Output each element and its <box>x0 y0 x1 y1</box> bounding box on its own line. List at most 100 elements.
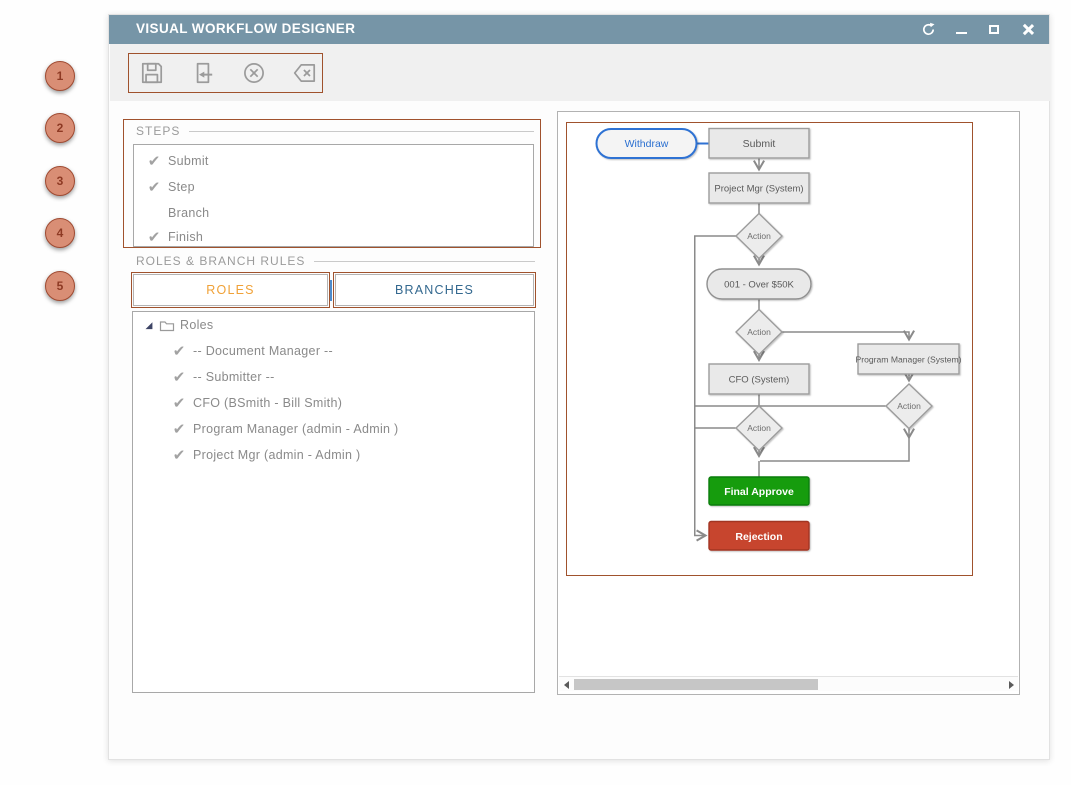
svg-text:Project Mgr (System): Project Mgr (System) <box>714 184 803 195</box>
svg-text:Action: Action <box>747 423 771 433</box>
scrollbar-thumb[interactable] <box>574 679 818 690</box>
marker-label: 4 <box>57 226 64 240</box>
svg-text:001 - Over $50K: 001 - Over $50K <box>724 280 794 291</box>
tree-label: -- Document Manager -- <box>193 344 333 358</box>
marker-label: 1 <box>57 69 64 83</box>
close-button[interactable] <box>1019 22 1035 38</box>
tree-item-submitter[interactable]: ✔ -- Submitter -- <box>165 364 275 390</box>
folder-icon <box>159 319 175 332</box>
cancel-icon <box>241 60 267 86</box>
step-item-submit[interactable]: ✔ Submit <box>140 148 209 174</box>
svg-text:Action: Action <box>897 401 921 411</box>
scroll-right-icon <box>1009 681 1014 689</box>
check-icon: ✔ <box>165 446 193 464</box>
svg-text:CFO (System): CFO (System) <box>729 375 790 386</box>
minimize-button[interactable] <box>953 22 969 38</box>
marker-label: 2 <box>57 121 64 135</box>
svg-text:Rejection: Rejection <box>735 531 782 543</box>
steps-list: ✔ Submit ✔ Step Branch ✔ Finish <box>133 144 534 247</box>
tree-item-document-manager[interactable]: ✔ -- Document Manager -- <box>165 338 333 364</box>
annotation-marker-5: 5 <box>45 271 75 301</box>
diagram-canvas[interactable]: Withdraw Submit Project Mgr (System) Act… <box>566 122 973 576</box>
check-icon: ✔ <box>140 178 168 196</box>
minimize-icon <box>956 32 967 34</box>
step-label: Step <box>168 180 195 194</box>
marker-label: 5 <box>57 279 64 293</box>
check-icon: ✔ <box>165 420 193 438</box>
step-item-finish[interactable]: ✔ Finish <box>140 224 203 250</box>
scroll-left-icon <box>564 681 569 689</box>
steps-group: STEPS ✔ Submit ✔ Step Branch ✔ Fi <box>123 119 541 248</box>
tree-label: CFO (BSmith - Bill Smith) <box>193 396 342 410</box>
step-item-branch[interactable]: Branch <box>140 200 209 226</box>
svg-text:Action: Action <box>747 327 771 337</box>
checkin-import-icon <box>190 60 216 86</box>
toolbar <box>110 44 1050 101</box>
app-window: VISUAL WORKFLOW DESIGNER <box>108 14 1050 760</box>
flow-node-action-2[interactable]: Action <box>736 310 782 355</box>
annotation-marker-1: 1 <box>45 61 75 91</box>
divider <box>314 261 535 262</box>
annotation-marker-3: 3 <box>45 166 75 196</box>
tree-label: -- Submitter -- <box>193 370 275 384</box>
sync-icon[interactable] <box>920 22 936 38</box>
tab-label: ROLES <box>206 283 254 297</box>
flow-node-rule-001[interactable]: 001 - Over $50K <box>707 269 811 299</box>
tree-item-project-mgr[interactable]: ✔ Project Mgr (admin - Admin ) <box>165 442 360 468</box>
divider <box>189 131 534 132</box>
svg-text:Submit: Submit <box>743 138 776 150</box>
step-label: Submit <box>168 154 209 168</box>
tree-node-roles[interactable]: ◢ Roles <box>142 312 213 338</box>
flow-node-withdraw[interactable]: Withdraw <box>597 129 697 158</box>
flow-node-program-manager[interactable]: Program Manager (System) <box>855 344 961 374</box>
svg-text:Action: Action <box>747 231 771 241</box>
marker-label: 3 <box>57 174 64 188</box>
tree-label: Program Manager (admin - Admin ) <box>193 422 399 436</box>
maximize-button[interactable] <box>986 22 1002 38</box>
window-title: VISUAL WORKFLOW DESIGNER <box>136 21 355 36</box>
maximize-icon <box>989 25 999 34</box>
checkin-button[interactable] <box>189 59 217 87</box>
flow-node-action-right[interactable]: Action <box>886 384 932 429</box>
window-controls <box>920 15 1035 44</box>
annotation-marker-2: 2 <box>45 113 75 143</box>
flow-node-action-1[interactable]: Action <box>736 214 782 259</box>
svg-text:Final Approve: Final Approve <box>724 486 794 498</box>
check-icon: ✔ <box>165 342 193 360</box>
tab-branches[interactable]: BRANCHES <box>335 274 534 306</box>
roles-tree: ◢ Roles ✔ -- Document Manager -- ✔ -- Su… <box>132 311 535 693</box>
check-icon: ✔ <box>165 368 193 386</box>
expander-icon[interactable]: ◢ <box>142 320 156 331</box>
flow-node-final-approve[interactable]: Final Approve <box>709 477 809 505</box>
cancel-button[interactable] <box>240 59 268 87</box>
step-item-step[interactable]: ✔ Step <box>140 174 195 200</box>
toolbar-annotation-box <box>128 53 323 93</box>
flow-node-project-mgr[interactable]: Project Mgr (System) <box>709 173 809 203</box>
rules-header: ROLES & BRANCH RULES <box>136 254 535 268</box>
tab-splitter[interactable] <box>330 280 332 301</box>
svg-text:Withdraw: Withdraw <box>625 138 669 150</box>
workflow-diagram-panel: Withdraw Submit Project Mgr (System) Act… <box>557 111 1020 695</box>
flow-node-action-3[interactable]: Action <box>736 406 782 451</box>
close-icon <box>1022 24 1033 35</box>
annotation-marker-4: 4 <box>45 218 75 248</box>
flow-node-submit[interactable]: Submit <box>709 129 809 159</box>
step-label: Finish <box>168 230 203 244</box>
tab-roles[interactable]: ROLES <box>133 274 328 306</box>
flow-node-cfo[interactable]: CFO (System) <box>709 364 809 394</box>
rules-label: ROLES & BRANCH RULES <box>136 254 305 268</box>
save-icon <box>139 60 165 86</box>
delete-button[interactable] <box>291 59 319 87</box>
tree-item-program-manager[interactable]: ✔ Program Manager (admin - Admin ) <box>165 416 399 442</box>
check-icon: ✔ <box>165 394 193 412</box>
check-icon: ✔ <box>140 152 168 170</box>
scroll-right-button[interactable] <box>1004 677 1018 692</box>
flow-node-rejection[interactable]: Rejection <box>709 522 809 551</box>
steps-label: STEPS <box>136 124 180 138</box>
scroll-left-button[interactable] <box>559 677 573 692</box>
save-button[interactable] <box>138 59 166 87</box>
step-label: Branch <box>168 206 209 220</box>
tree-item-cfo[interactable]: ✔ CFO (BSmith - Bill Smith) <box>165 390 342 416</box>
horizontal-scrollbar[interactable] <box>559 676 1018 691</box>
